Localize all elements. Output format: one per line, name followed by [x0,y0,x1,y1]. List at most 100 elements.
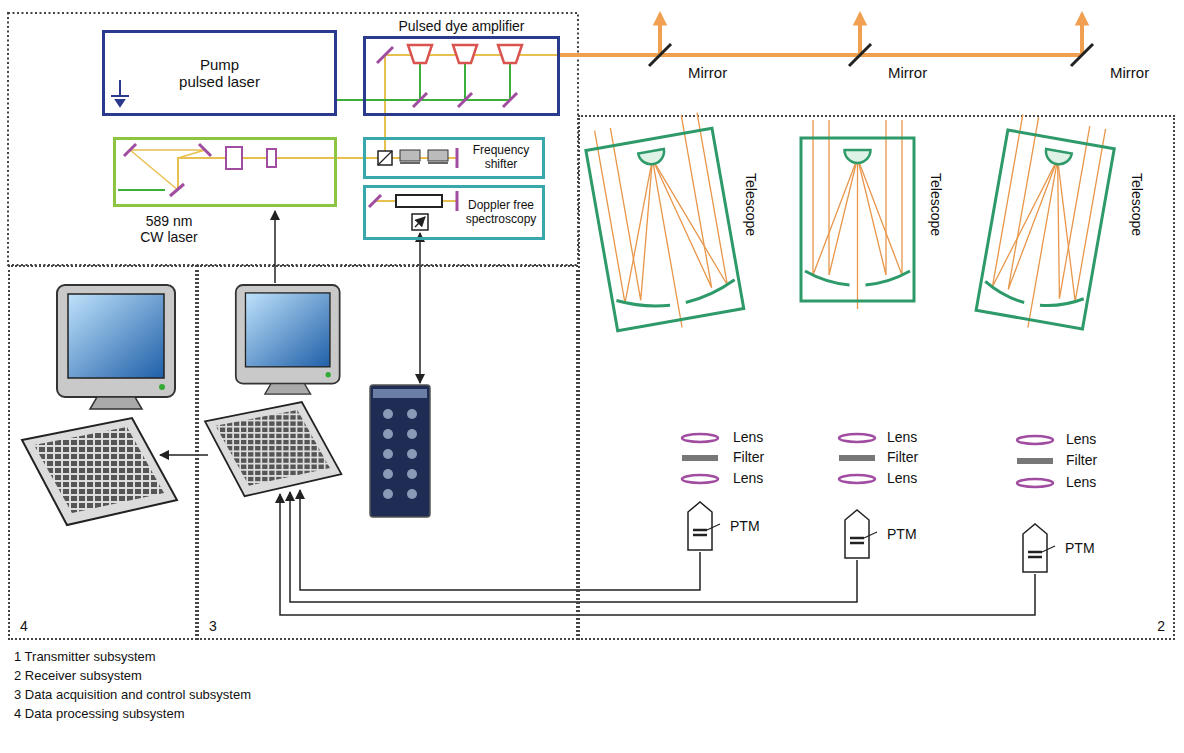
primary-mirror [805,271,850,285]
telescope-tube [801,138,914,301]
ground-symbol [111,95,129,97]
ptm-icon [864,532,877,538]
daq-card [383,409,393,419]
cw-laser-optics [267,149,276,167]
daq-card [383,469,393,479]
light-ray [857,158,858,309]
amplifier-optics [503,93,517,107]
cw-laser-optics [118,189,165,191]
primary-mirror [616,291,670,314]
primary-mirror [866,271,911,285]
filter-label: Filter [1066,452,1097,468]
daq-card [407,489,417,499]
amplifier-optics [363,45,560,116]
acquisition-region-text: 3 [209,618,217,634]
doppler-box-text: Doppler free spectroscopy [463,199,539,227]
daq-card [370,385,430,517]
cw-laser-optics [118,144,337,196]
secondary-mirror [845,150,871,163]
filter-label: Filter [733,449,764,465]
daq-card [407,469,417,479]
ptm-icon [707,524,720,530]
legend-line: 3 Data acquisition and control subsystem [14,688,251,703]
light-ray [1008,117,1064,294]
ptm-icon [1042,546,1055,552]
acquisition-region: 3 [197,265,578,640]
lens-label: Lens [1066,474,1096,490]
amplifier-optics [453,45,477,63]
daq-card [407,449,417,459]
telescope: Telescope [795,128,920,313]
telescope-outline [583,111,745,339]
lens-filter-stack [1017,479,1053,487]
ptm-icon [845,510,869,558]
signal-wire [419,233,421,383]
cw-laser-optics [199,144,211,156]
amplifier-optics [385,55,560,116]
doppler-optics [396,195,442,207]
doppler-optics [415,217,425,227]
doppler-optics [412,214,428,230]
amplifier-optics [419,63,421,100]
daq-card [373,389,427,398]
signal-wire [274,211,276,283]
amplifier-box-text: Pulsed dye amplifier [398,18,524,34]
beam-connector [337,99,363,101]
amplifier-optics [377,47,393,63]
lens-filter-stack [839,455,875,461]
primary-mirror [1040,291,1084,312]
beam-connector [337,157,363,159]
primary-mirror [983,281,1027,302]
telescope-tube [586,128,744,330]
pump-laser-box: Pump pulsed laser [102,30,337,116]
mirror-symbol [649,44,1093,66]
lens-label: Lens [733,429,763,445]
telescope-outline [595,128,735,333]
ptm-icon [850,542,864,545]
receiver-region: TelescopeTelescopeTelescopePTMPTMPTM2 [578,115,1175,640]
amplifier-optics [408,45,432,63]
cw-laser-box: 589 nm CW laser [113,137,337,207]
doppler-optics [369,195,381,207]
filter-label: Filter [887,449,918,465]
telescope-text: Telescope [743,173,759,236]
control-computer [205,285,341,496]
amplifier-optics [464,63,466,100]
ground-symbol [116,100,124,106]
daq-card [383,449,393,459]
lens-filter-stack [682,455,718,461]
output-beam [858,14,862,55]
doppler-box: Doppler free spectroscopy [363,185,545,240]
signal-wire [290,492,857,602]
telescope-text: Telescope [1129,173,1145,236]
light-ray [610,122,676,301]
ptm-icon [850,537,864,540]
telescope-tube [976,130,1114,329]
signal-wire [160,211,1035,615]
light-ray [1034,122,1090,299]
lens-label: Lens [1066,431,1096,447]
telescope: Telescope [595,128,735,333]
receiver-region-text: 2 [1157,618,1165,634]
ground-symbol [111,80,129,106]
telescope-outline [795,128,920,313]
ptm-icon [680,500,720,552]
amplifier-optics [363,99,510,101]
daq-card [407,429,417,439]
ptm-icon [693,529,707,532]
doppler-optics [369,191,457,230]
processing-region: 4 [8,265,197,640]
lens-label: Lens [887,429,917,445]
light-ray [858,120,887,275]
light-ray [813,120,858,275]
light-ray [652,159,682,327]
ground-symbol [119,80,121,96]
processing-computer [22,285,177,525]
signal-wire [300,490,700,590]
transmitter-region [8,13,578,265]
cw-laser-optics [178,158,337,190]
legend-line: 4 Data processing subsystem [14,707,185,722]
